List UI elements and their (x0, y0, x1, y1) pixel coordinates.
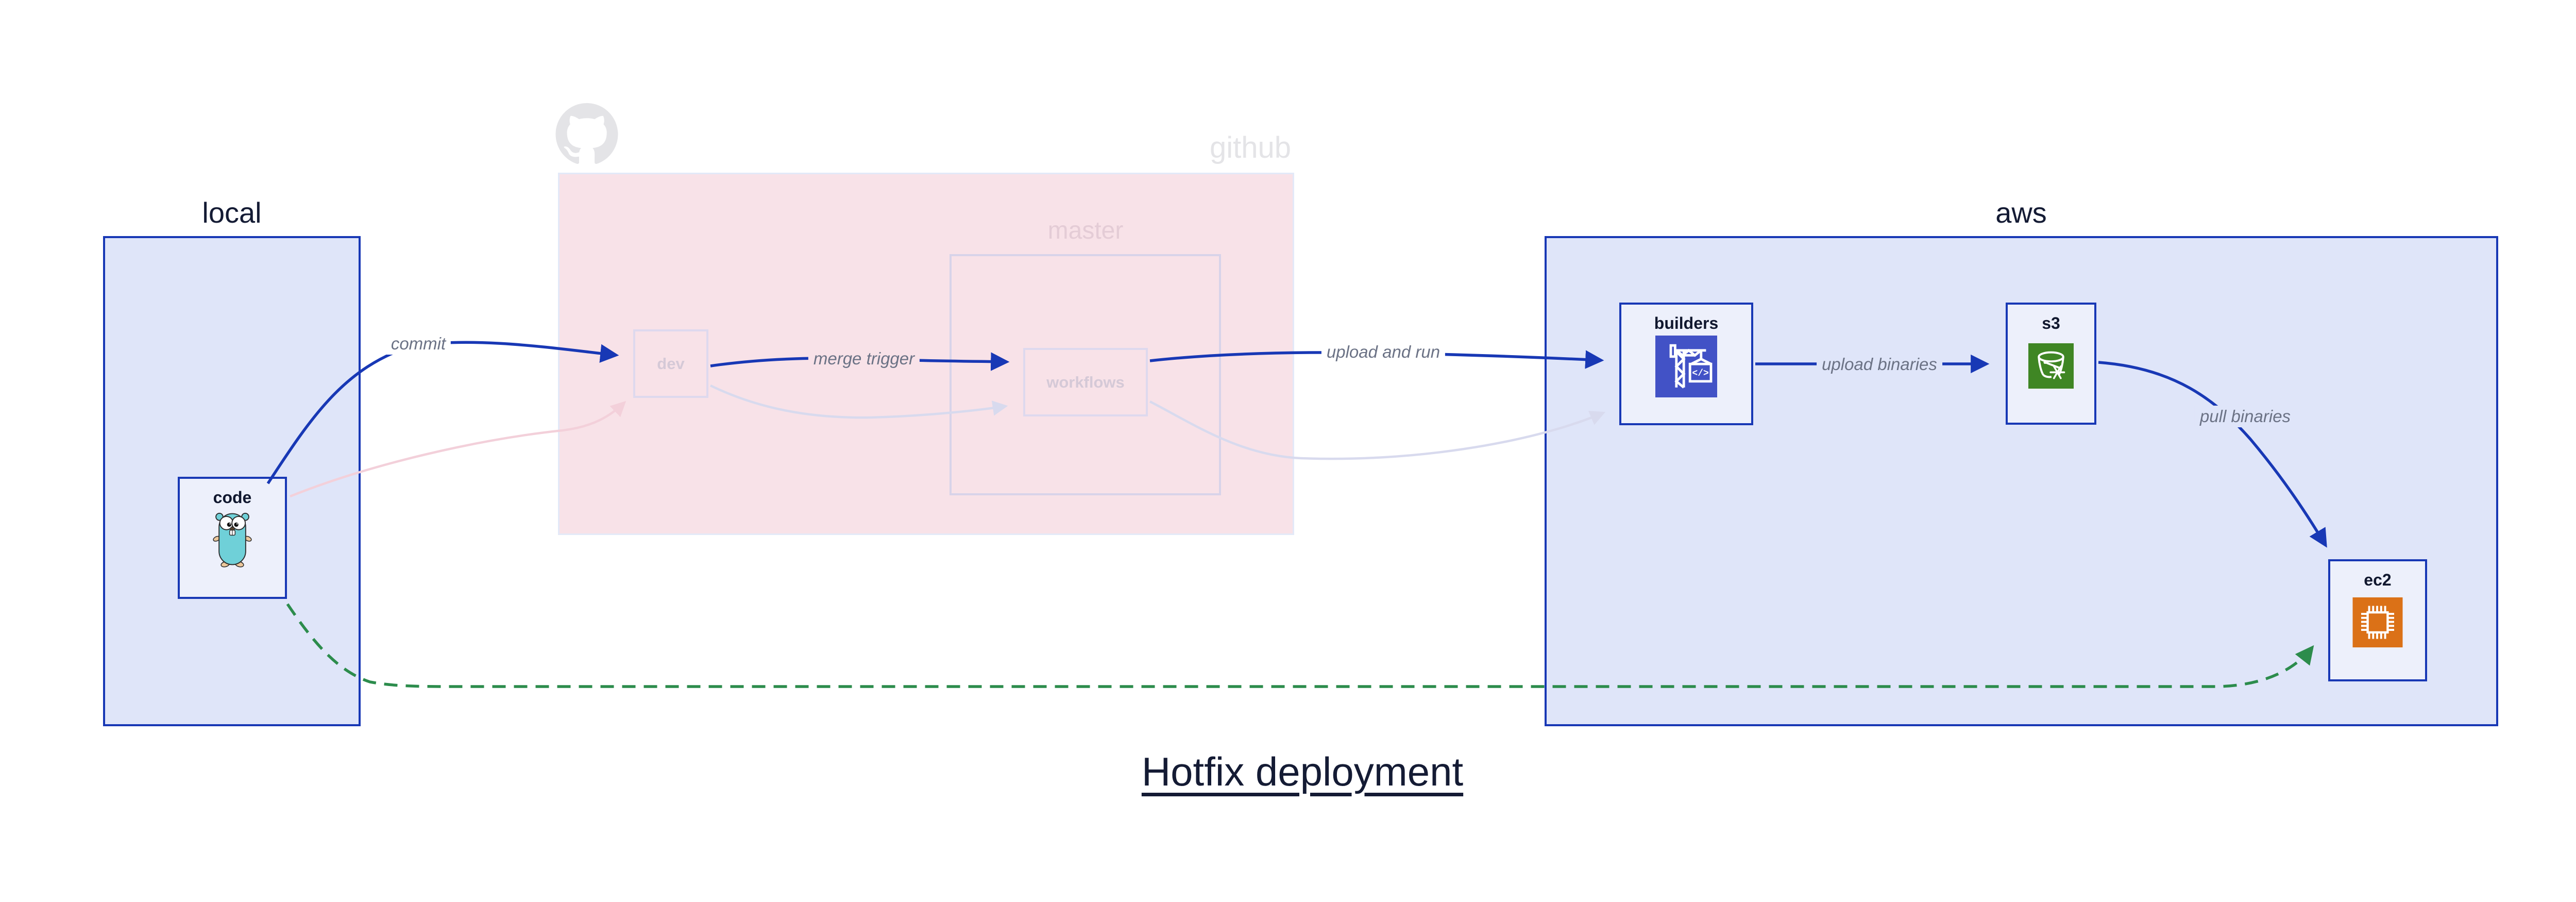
s3-bucket-snowflake-icon (2028, 343, 2074, 389)
node-workflows-label: workflows (1046, 373, 1125, 391)
github-logo-icon (555, 103, 618, 164)
node-ec2-label: ec2 (2364, 571, 2392, 589)
node-dev-label: dev (657, 354, 685, 373)
master-group-label: master (1047, 217, 1124, 244)
node-builders-label: builders (1654, 314, 1719, 332)
node-code-label: code (213, 488, 252, 507)
node-s3-label: s3 (2042, 314, 2060, 332)
edge-label-upload-and-run: upload and run (1321, 341, 1446, 363)
codebuild-code-glyph: </> (1692, 369, 1708, 379)
edge-label-commit: commit (385, 333, 451, 355)
node-dev: dev (633, 329, 708, 398)
edge-label-upload-binaries: upload binaries (1817, 354, 1942, 375)
node-builders: builders </> (1619, 303, 1753, 425)
page-title: Hotfix deployment (1141, 749, 1464, 794)
node-s3: s3 (2006, 303, 2096, 425)
edge-label-merge-trigger: merge trigger (808, 348, 920, 370)
go-gopher-icon (213, 512, 252, 567)
edge-label-pull-binaries: pull binaries (2194, 406, 2296, 427)
region-github-label: github (1209, 131, 1291, 164)
master-group (950, 254, 1221, 495)
node-workflows: workflows (1023, 348, 1148, 416)
region-aws-label: aws (1995, 196, 2047, 229)
ec2-chip-icon (2352, 597, 2403, 647)
codebuild-crane-icon: </> (1655, 336, 1717, 397)
node-code: code (178, 477, 287, 599)
node-ec2: ec2 (2328, 559, 2427, 681)
region-local-label: local (202, 196, 262, 229)
